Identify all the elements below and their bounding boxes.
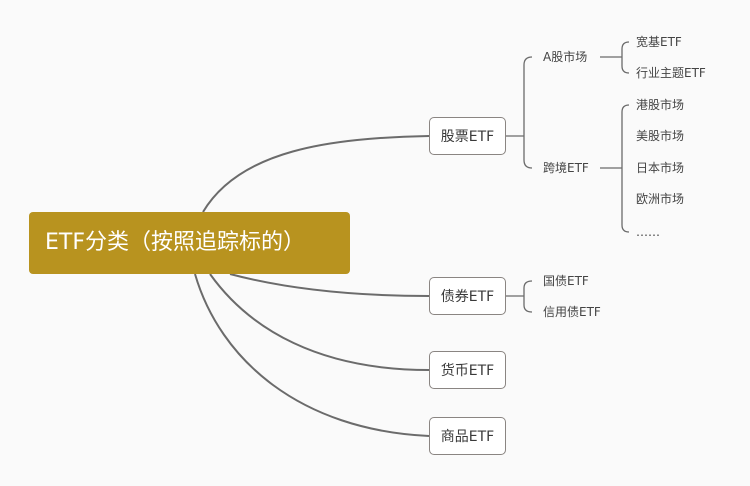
node-money-etf[interactable]: 货币ETF <box>429 351 506 389</box>
root-label: ETF分类（按照追踪标的） <box>45 230 305 255</box>
connector-root-stock-etf <box>202 135 430 213</box>
connector-root-money-etf <box>209 273 430 371</box>
node-japan-market[interactable]: 日本市场 <box>636 161 685 175</box>
node-credit-bond-etf[interactable]: 信用债ETF <box>543 305 601 319</box>
connector-stock-etf-children <box>506 56 533 169</box>
node-a-share-market[interactable]: A股市场 <box>543 50 588 64</box>
root-node[interactable]: ETF分类（按照追踪标的） <box>29 212 350 274</box>
connector-bond-etf-children <box>506 280 533 313</box>
node-label: 商品ETF <box>440 429 495 445</box>
node-hk-market[interactable]: 港股市场 <box>636 98 685 112</box>
node-industry-theme-etf[interactable]: 行业主题ETF <box>636 66 706 80</box>
node-broad-base-etf[interactable]: 宽基ETF <box>636 35 682 49</box>
node-bond-etf[interactable]: 债券ETF <box>429 277 506 315</box>
node-commodity-etf[interactable]: 商品ETF <box>429 417 506 455</box>
connector-root-commodity-etf <box>194 273 430 437</box>
node-treasury-etf[interactable]: 国债ETF <box>543 274 589 288</box>
node-europe-market[interactable]: 欧洲市场 <box>636 192 685 206</box>
connector-a-share-children <box>600 41 630 74</box>
node-cross-border-etf[interactable]: 跨境ETF <box>543 161 589 175</box>
node-label: 股票ETF <box>440 129 495 145</box>
connector-root-bond-etf <box>229 273 430 297</box>
node-label: 债券ETF <box>440 289 495 305</box>
node-label: 货币ETF <box>440 363 495 379</box>
connector-cross-border-children <box>600 104 630 233</box>
node-us-market[interactable]: 美股市场 <box>636 129 685 143</box>
node-stock-etf[interactable]: 股票ETF <box>429 117 506 155</box>
node-more-markets[interactable]: …… <box>636 225 660 239</box>
